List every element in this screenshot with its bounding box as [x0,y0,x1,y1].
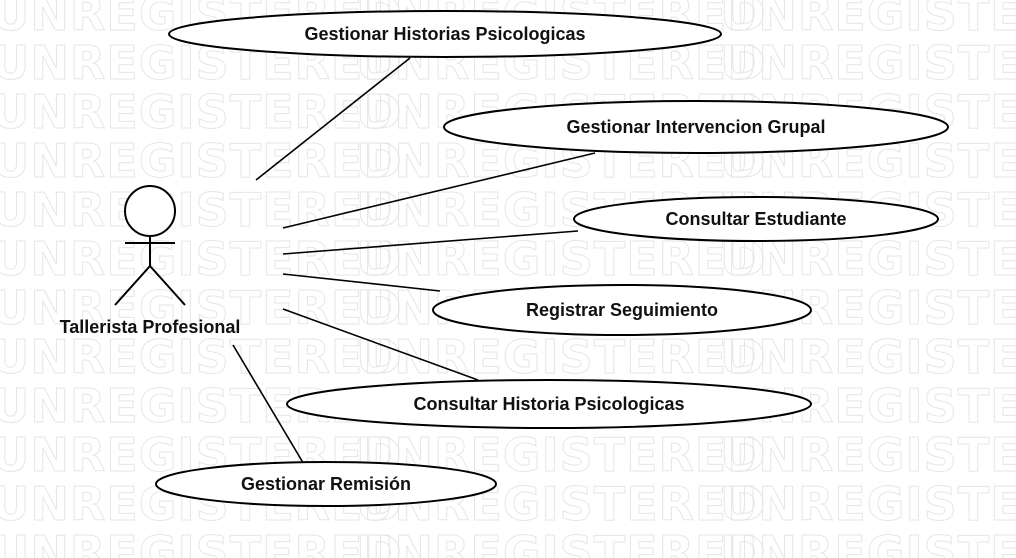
use-case-consultar-historia[interactable]: Consultar Historia Psicologicas [286,379,812,429]
watermark-text: UNREGISTERED [720,428,1016,482]
use-case-ellipse [432,284,812,336]
actor-tallerista-profesional[interactable]: Tallerista Profesional [60,185,241,337]
watermark-text: UNREGISTERED [720,526,1016,558]
actor-right-leg [149,265,186,306]
actor-head [124,185,176,237]
use-case-gestionar-historias[interactable]: Gestionar Historias Psicologicas [168,10,722,58]
use-case-gestionar-remision[interactable]: Gestionar Remisión [155,461,497,507]
watermark-text: UNREGISTERED [720,0,1016,41]
watermark-text: UNREGISTERED [356,330,767,384]
association-gestionar-historias [255,57,411,181]
use-case-registrar-seguimiento[interactable]: Registrar Seguimiento [432,284,812,336]
use-case-ellipse [168,10,722,58]
association-consultar-historia [282,308,479,381]
watermark-text: UNREGISTERED [0,281,403,335]
use-case-consultar-estudiante[interactable]: Consultar Estudiante [573,196,939,242]
use-case-label: Consultar Historia Psicologicas [413,394,684,414]
actor-left-leg [114,265,151,306]
association-registrar-seguimiento [282,273,441,292]
use-case-label: Consultar Estudiante [665,209,846,229]
watermark-text: UNREGISTERED [0,134,403,188]
use-case-gestionar-intervencion[interactable]: Gestionar Intervencion Grupal [443,100,949,154]
watermark-text: UNREGISTERED [720,477,1016,531]
association-gestionar-intervencion [282,152,596,229]
use-case-label: Gestionar Intervencion Grupal [566,117,825,137]
use-case-ellipse [443,100,949,154]
watermark-text: UNREGISTERED [356,526,767,558]
use-case-label: Registrar Seguimiento [526,300,718,320]
associations [232,57,596,467]
watermark-text: UNREGISTERED [0,330,403,384]
association-consultar-estudiante [282,230,579,255]
use-case-ellipse [286,379,812,429]
use-case-ellipse [573,196,939,242]
watermark-text: UNREGISTERED [0,85,403,139]
actor-name: Tallerista Profesional [60,317,241,337]
use-case-ellipse [155,461,497,507]
watermark-text: UNREGISTERED [0,526,403,558]
watermark-text: UNREGISTERED [0,183,403,237]
watermark-text: UNREGISTERED [720,330,1016,384]
use-case-label: Gestionar Historias Psicologicas [304,24,585,44]
watermark-text: UNREGISTERED [720,36,1016,90]
watermark-text: UNREGISTERED [0,232,403,286]
use-case-label: Gestionar Remisión [241,474,411,494]
association-gestionar-remision [232,344,306,467]
